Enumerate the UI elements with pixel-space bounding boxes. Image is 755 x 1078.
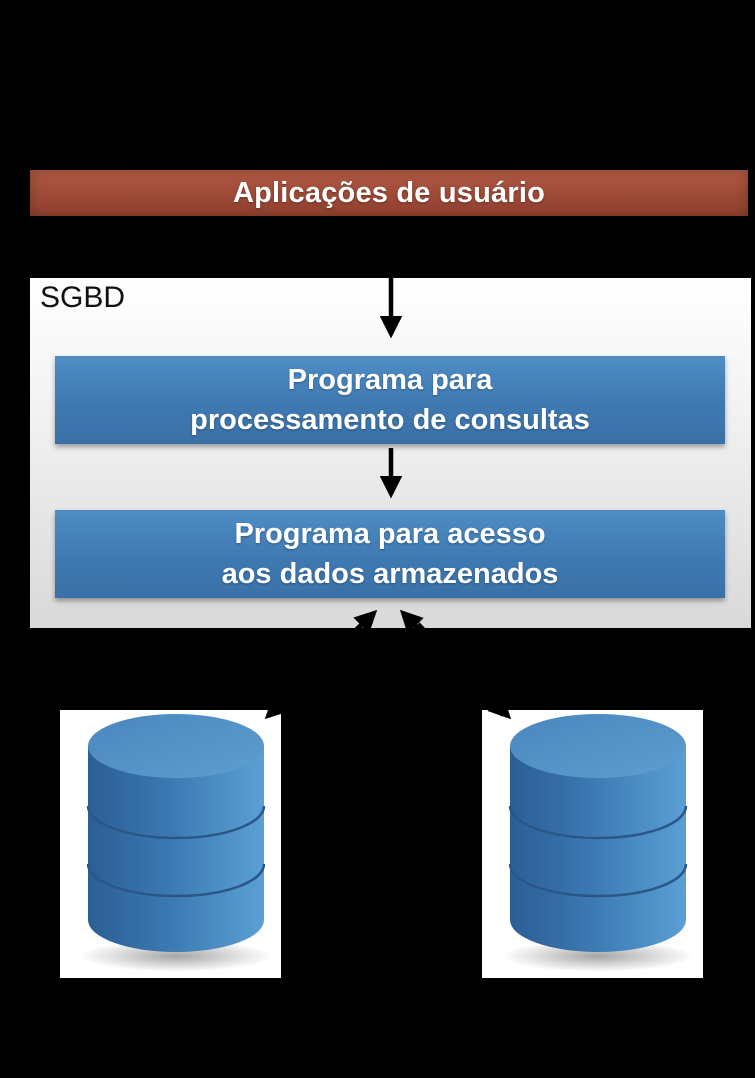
query-processing-line-1: Programa para: [287, 364, 493, 396]
arrow-access-to-left-db: [264, 622, 364, 720]
data-access-line-1: Programa para acesso: [234, 518, 546, 550]
database-icon: [80, 714, 272, 972]
user-applications-bar: Aplicações de usuário: [30, 170, 748, 216]
database-panel-right: [482, 710, 703, 978]
query-processing-module: Programa para processamento de consultas: [55, 356, 725, 444]
database-icon: [502, 714, 694, 972]
data-access-line-2: aos dados armazenados: [221, 558, 559, 590]
database-panel-left: [60, 710, 281, 978]
dbms-label: SGBD: [40, 281, 126, 314]
dbms-container: SGBD Programa para processamento de cons…: [30, 278, 751, 628]
arrow-access-to-right-db: [416, 622, 512, 720]
query-processing-line-2: processamento de consultas: [190, 404, 590, 436]
arrow-right-db-to-access: [399, 609, 505, 717]
data-access-module: Programa para acesso aos dados armazenad…: [55, 510, 725, 598]
user-applications-label: Aplicações de usuário: [232, 176, 546, 209]
